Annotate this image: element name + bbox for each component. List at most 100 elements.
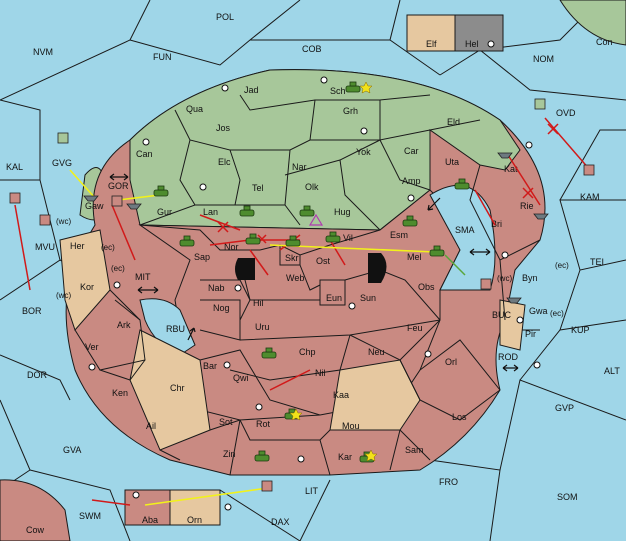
land-label-car: Car [404, 146, 419, 156]
sea-label-som: SOM [557, 492, 578, 502]
land-aba[interactable] [124, 489, 171, 526]
sea-label-nom: NOM [533, 54, 554, 64]
army-unit-icon [429, 245, 445, 257]
supply-center-dot [533, 361, 541, 369]
sea-labels: POL NVM FUN COB NOM Con OVD KAL GVG GOR … [6, 12, 620, 535]
land-label-eld: Eld [447, 117, 460, 127]
land-label-vil: Vil [343, 233, 353, 243]
land-label-orl: Orl [445, 357, 457, 367]
land-label-wc-byn: (wc) [497, 274, 512, 283]
legend-swatch-grey [454, 14, 504, 52]
support-line-icon [117, 194, 161, 201]
sea-label-mit: MIT [135, 272, 151, 282]
support-line-icon [144, 487, 269, 506]
army-units[interactable] [153, 81, 470, 463]
tunnel-east-icon [368, 253, 387, 283]
fleet-unit-icon [126, 203, 142, 210]
land-label-tel: Tel [252, 183, 264, 193]
failed-order-x-icon [217, 221, 229, 233]
land-label-rie: Rie [520, 201, 534, 211]
land-label-nab: Nab [208, 283, 225, 293]
sea-label-pol: POL [216, 12, 234, 22]
supply-center-dot [487, 40, 495, 48]
unit-marker-icon [583, 164, 595, 176]
land-label-los: Los [452, 412, 467, 422]
star-icon [364, 449, 378, 462]
supply-center-dot [501, 251, 509, 259]
land-label-eun: Eun [326, 293, 342, 303]
land-label-wc-kor: (wc) [56, 291, 71, 300]
convoy-line-icon [444, 254, 466, 276]
sea-label-wc-mvu: (wc) [56, 217, 71, 226]
army-unit-icon [153, 185, 169, 197]
army-unit-icon [239, 205, 255, 217]
land-label-sap: Sap [194, 252, 210, 262]
supply-center-dot [223, 361, 231, 369]
sea-label-dax: DAX [271, 517, 290, 527]
unit-marker-icon [57, 132, 69, 144]
green-band [129, 69, 521, 231]
land-label-rot: Rot [256, 419, 271, 429]
supply-center-dot [320, 76, 328, 84]
land-label-chr: Chr [170, 383, 185, 393]
legend-label-grey: Hel [465, 39, 479, 49]
land-label-aba: Aba [142, 515, 158, 525]
sea-label-gva: GVA [63, 445, 81, 455]
supply-center-dot [88, 363, 96, 371]
land-label-kaa: Kaa [333, 390, 349, 400]
fleet-units[interactable] [83, 152, 549, 304]
land-label-ken: Ken [112, 388, 128, 398]
move-arrow-icon [269, 369, 311, 391]
land-label-olk: Olk [305, 182, 319, 192]
land-label-mou: Mou [342, 421, 360, 431]
land-label-gwa: Gwa [529, 306, 548, 316]
battle-stars [289, 81, 378, 462]
sea-label-buc: BUC [492, 310, 512, 320]
legend-label-tan: Elf [426, 39, 437, 49]
rbu-inlet [139, 298, 196, 356]
land-label-skr: Skr [285, 253, 299, 263]
land-kaa[interactable] [329, 359, 421, 431]
army-unit-icon [299, 205, 315, 217]
sea-label-ovd: OVD [556, 108, 576, 118]
land-label-her: Her [70, 241, 85, 251]
land-label-jos: Jos [216, 123, 231, 133]
land-label-sun: Sun [360, 293, 376, 303]
unit-markers [9, 98, 595, 492]
supply-center-dot [199, 183, 207, 191]
unit-marker-icon [261, 480, 273, 492]
supply-center-dot [525, 141, 533, 149]
land-label-sch: Sch [330, 86, 346, 96]
land-label-ail: Ail [146, 421, 156, 431]
land-chr[interactable] [129, 329, 211, 451]
failed-orders [217, 123, 559, 244]
sea-label-rod: ROD [498, 352, 519, 362]
land-label-hug: Hug [334, 207, 351, 217]
supply-center-dot [142, 138, 150, 146]
land-her-kor[interactable] [59, 229, 111, 331]
passage-arrow-icon [502, 364, 519, 372]
land-label-qua: Qua [186, 104, 203, 114]
supply-center-dot [234, 284, 242, 292]
failed-order-x-icon [522, 187, 534, 199]
land-label-feu: Feu [407, 323, 423, 333]
sea-label-dor: DOR [27, 370, 48, 380]
land-cow[interactable] [0, 479, 71, 541]
land-label-hil: Hil [253, 298, 264, 308]
passage-arrow-icon [137, 286, 159, 294]
unit-marker-icon [9, 192, 21, 204]
fleet-unit-icon [497, 152, 513, 159]
land-label-amp: Amp [402, 176, 421, 186]
sea-label-tei: TEI [590, 257, 604, 267]
land-label-ver: Ver [85, 342, 99, 352]
land-label-zin: Zin [223, 449, 236, 459]
land-label-pir: Pir [525, 329, 536, 339]
army-unit-icon [254, 450, 270, 462]
passage-arrow-icon [427, 197, 441, 211]
support-line-icon [69, 169, 96, 199]
supply-center-dot [407, 194, 415, 202]
land-label-chp: Chp [299, 347, 316, 357]
supply-centers [88, 40, 541, 511]
army-unit-icon [245, 233, 261, 245]
